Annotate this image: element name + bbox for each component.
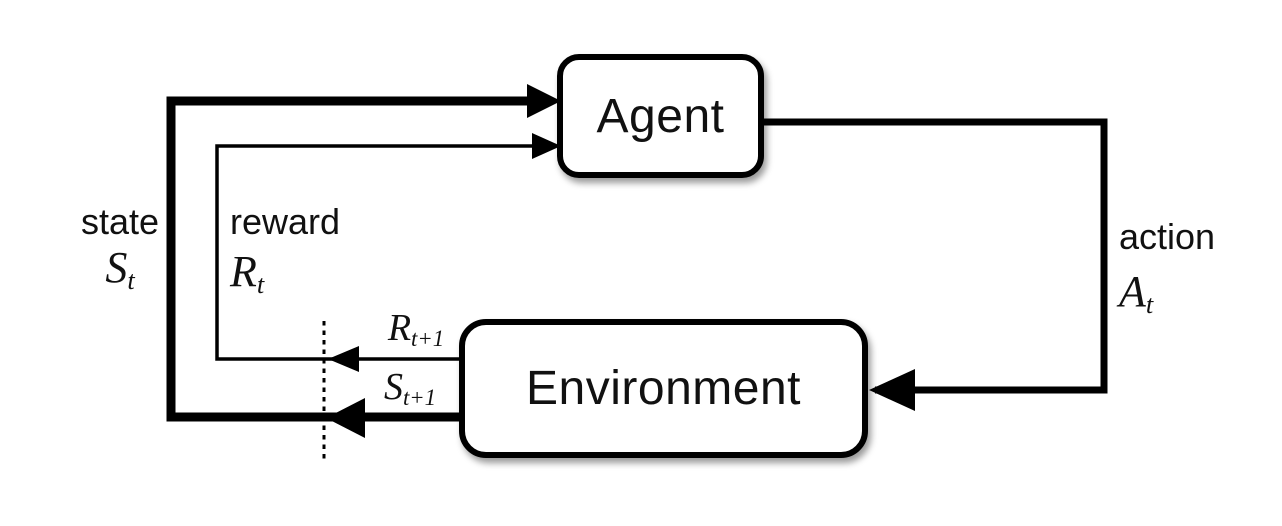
agent-box-label: Agent [596,89,725,143]
next-reward-symbol-main: R [387,307,412,349]
action-into-environment-arrowhead [869,369,915,411]
action-label: action [1119,216,1216,257]
state-symbol: St [58,243,182,294]
action-arrow-path [760,118,1108,394]
agent-box: Agent [557,54,764,178]
environment-box: Environment [459,319,868,458]
state-symbol-main: S [105,243,128,292]
action-symbol-main: A [1119,267,1146,316]
state-into-agent-arrowhead [527,84,561,118]
action-symbol: At [1119,267,1153,318]
next-reward-symbol-subscript: t+1 [411,326,445,352]
next-state-symbol-subscript: t+1 [402,385,437,411]
reward-symbol: Rt [230,247,264,298]
next-state-arrowhead [326,398,365,438]
next-reward-arrowhead [328,346,359,372]
environment-box-label: Environment [526,362,801,415]
next-state-symbol: St+1 [362,366,458,409]
reward-into-agent-arrowhead [532,133,561,159]
state-label: state [80,201,160,242]
action-symbol-subscript: t [1145,289,1154,320]
reward-symbol-subscript: t [256,269,265,300]
next-reward-symbol: Rt+1 [368,307,464,350]
state-symbol-subscript: t [127,265,135,296]
next-state-symbol-main: S [383,366,403,408]
reward-label: reward [230,201,341,242]
state-arrow-path [166,96,552,422]
reward-symbol-main: R [230,247,257,296]
